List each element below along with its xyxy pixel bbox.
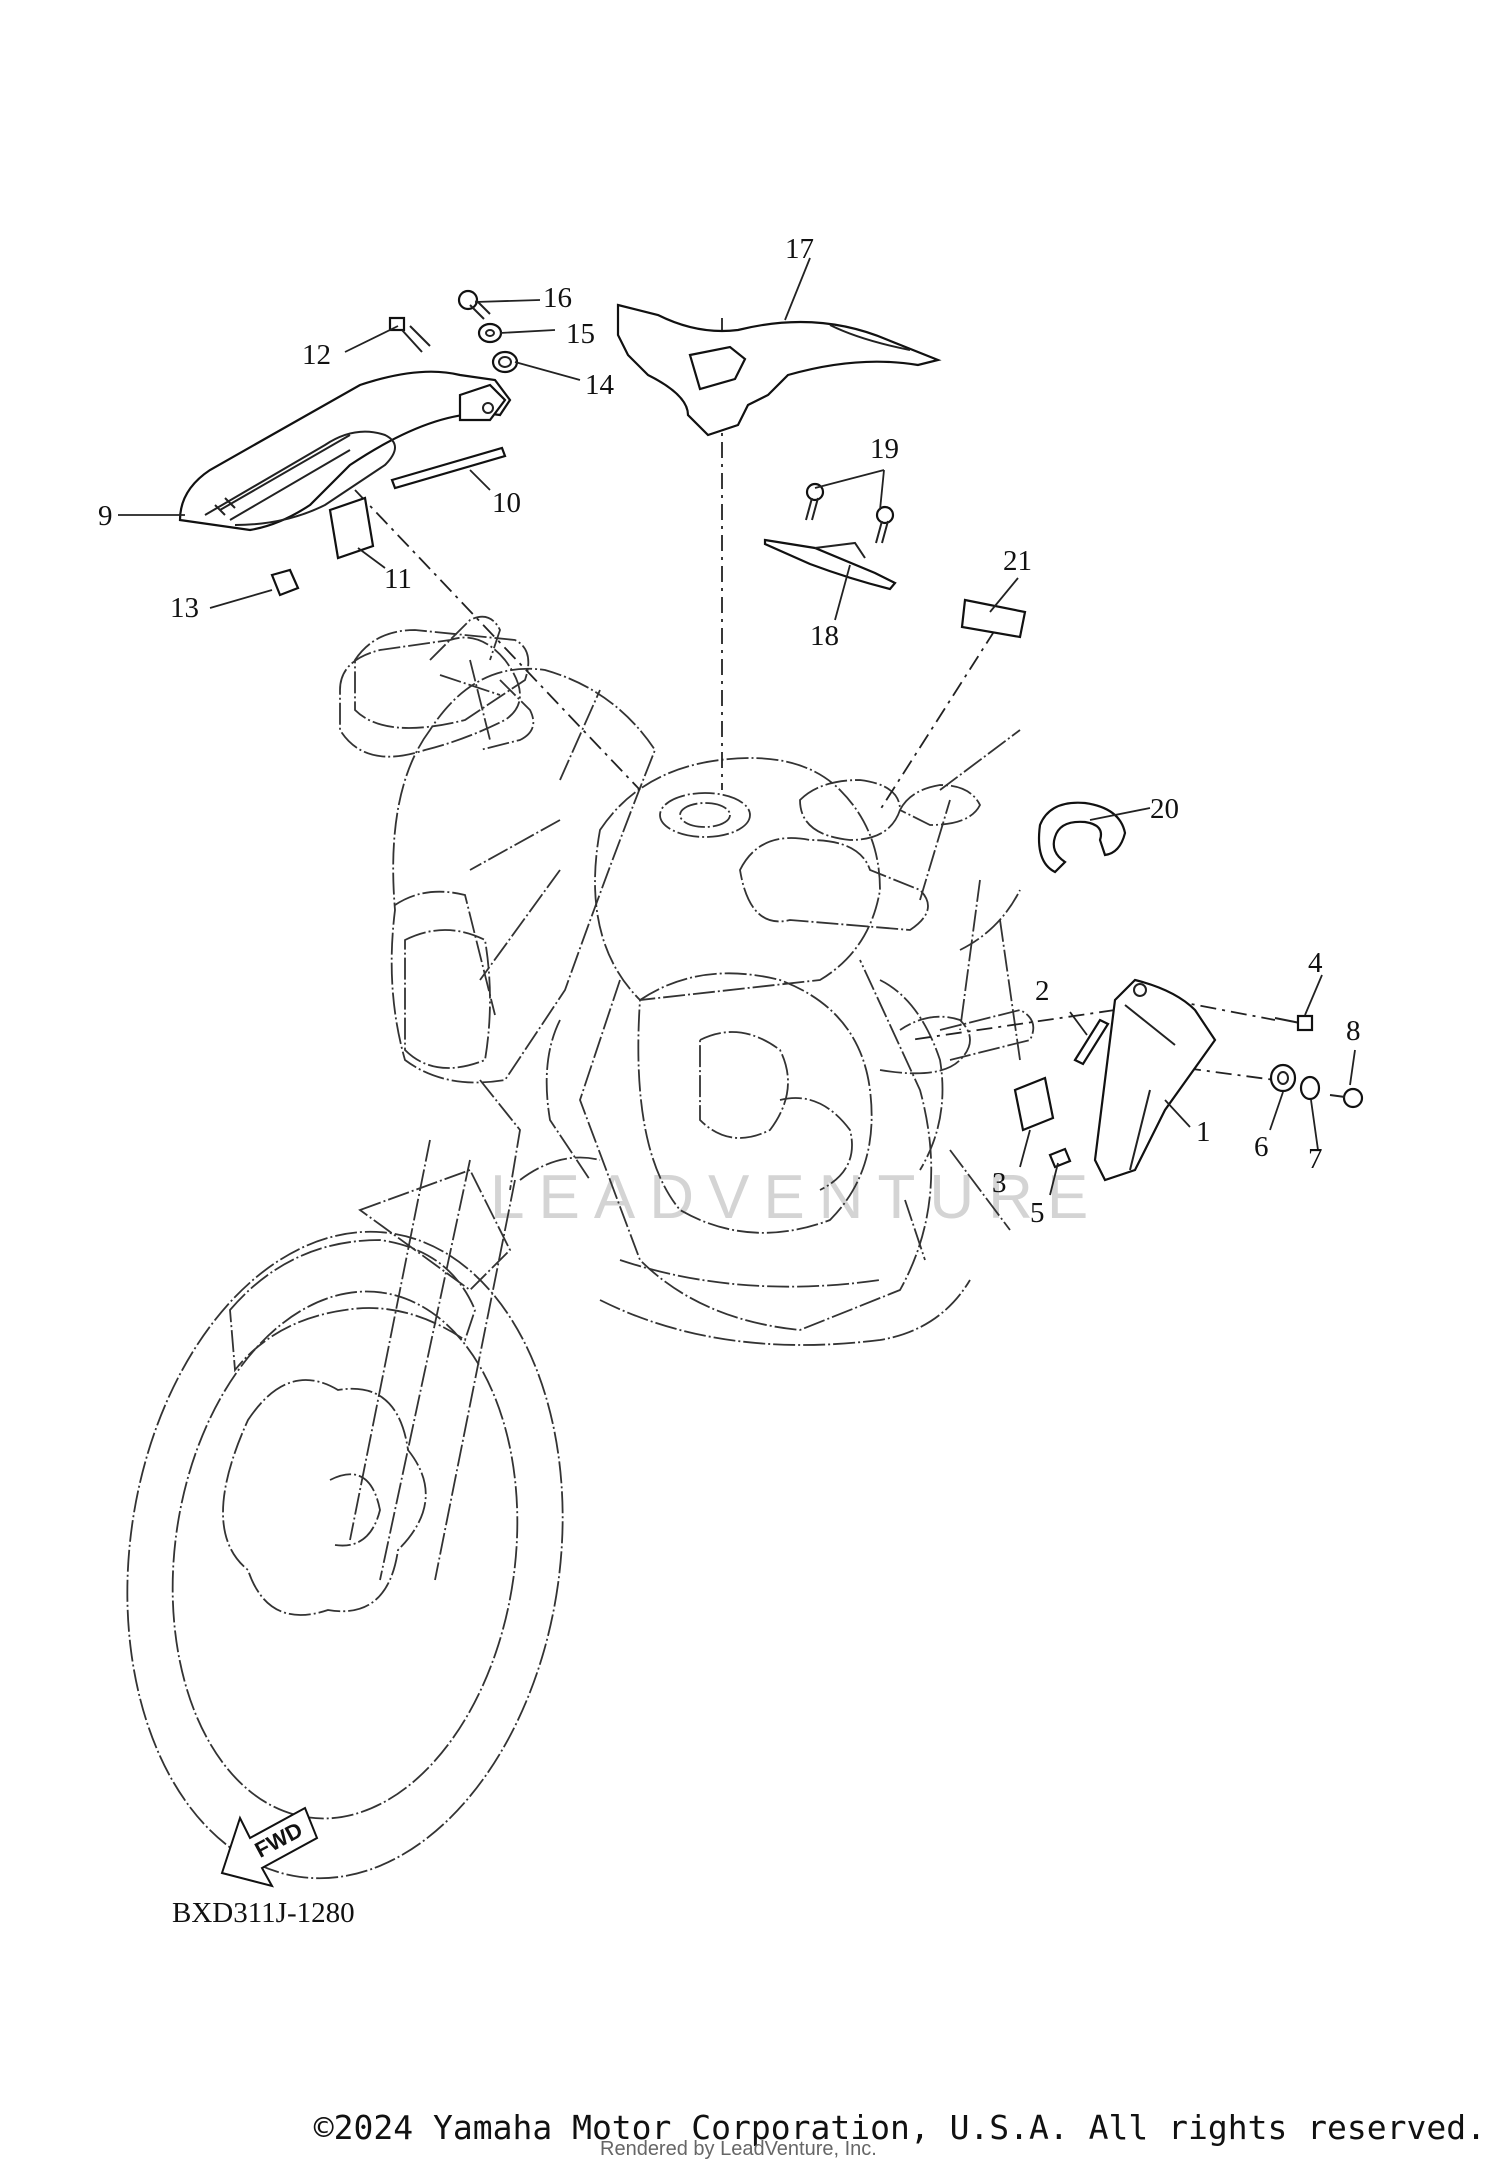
part-16-bolt[interactable] xyxy=(457,289,491,320)
rendered-by-notice: Rendered by LeadVenture, Inc. xyxy=(600,2138,877,2160)
part-18-bracket[interactable] xyxy=(763,538,897,591)
part-7-collar[interactable] xyxy=(1299,1075,1321,1101)
callout-6[interactable]: 6 xyxy=(1254,1131,1269,1163)
callout-labels: 1 2 3 4 5 6 7 8 9 10 11 12 13 14 15 16 1… xyxy=(98,233,1361,1229)
callout-8[interactable]: 8 xyxy=(1346,1015,1361,1047)
callout-17[interactable]: 17 xyxy=(785,233,814,265)
fwd-arrow: FWD xyxy=(220,1806,319,1888)
callout-18[interactable]: 18 xyxy=(810,620,839,652)
part-10-strip[interactable] xyxy=(390,446,507,490)
callout-5[interactable]: 5 xyxy=(1030,1197,1045,1229)
part-13-clip[interactable] xyxy=(270,568,300,597)
callout-11[interactable]: 11 xyxy=(384,563,412,595)
part-2-strip[interactable] xyxy=(1073,1018,1110,1066)
callout-7[interactable]: 7 xyxy=(1308,1143,1323,1175)
callout-14[interactable]: 14 xyxy=(585,369,615,401)
leader-lines xyxy=(118,257,1356,1196)
callout-19[interactable]: 19 xyxy=(870,433,899,465)
callout-3[interactable]: 3 xyxy=(992,1167,1007,1199)
callout-1[interactable]: 1 xyxy=(1196,1116,1211,1148)
part-3-pad[interactable] xyxy=(1013,1076,1055,1132)
part-21-label[interactable] xyxy=(960,598,1027,639)
callout-15[interactable]: 15 xyxy=(566,318,595,350)
callout-4[interactable]: 4 xyxy=(1308,947,1323,979)
part-4-bolt[interactable] xyxy=(1274,1014,1314,1032)
assembly-lines xyxy=(354,318,1276,1081)
part-5-clip[interactable] xyxy=(1048,1147,1072,1169)
part-15-washer[interactable] xyxy=(477,322,503,344)
part-14-grommet[interactable] xyxy=(491,350,519,374)
part-19-screws[interactable] xyxy=(805,482,895,544)
part-9-side-cover[interactable] xyxy=(178,370,512,532)
callout-16[interactable]: 16 xyxy=(543,282,572,314)
callout-9[interactable]: 9 xyxy=(98,500,113,532)
callout-20[interactable]: 20 xyxy=(1150,793,1179,825)
watermark: LEADVENTURE xyxy=(490,1163,1102,1232)
part-6-grommet[interactable] xyxy=(1269,1063,1297,1093)
callout-13[interactable]: 13 xyxy=(170,592,199,624)
diagram-code: BXD311J-1280 xyxy=(172,1897,355,1929)
part-11-pad[interactable] xyxy=(328,496,375,560)
callout-10[interactable]: 10 xyxy=(492,487,521,519)
part-17-top-cover[interactable] xyxy=(616,303,942,437)
part-1-side-panel[interactable] xyxy=(1093,978,1217,1182)
part-8-bolt[interactable] xyxy=(1329,1087,1364,1109)
callout-12[interactable]: 12 xyxy=(302,339,331,371)
callout-21[interactable]: 21 xyxy=(1003,545,1032,577)
callout-2[interactable]: 2 xyxy=(1035,975,1050,1007)
copyright-notice: ©2024 Yamaha Motor Corporation, U.S.A. A… xyxy=(313,2108,1486,2147)
part-12-bolt[interactable] xyxy=(388,316,431,353)
motorcycle-outline xyxy=(126,615,1035,1880)
part-20-clamp[interactable] xyxy=(1037,801,1127,874)
